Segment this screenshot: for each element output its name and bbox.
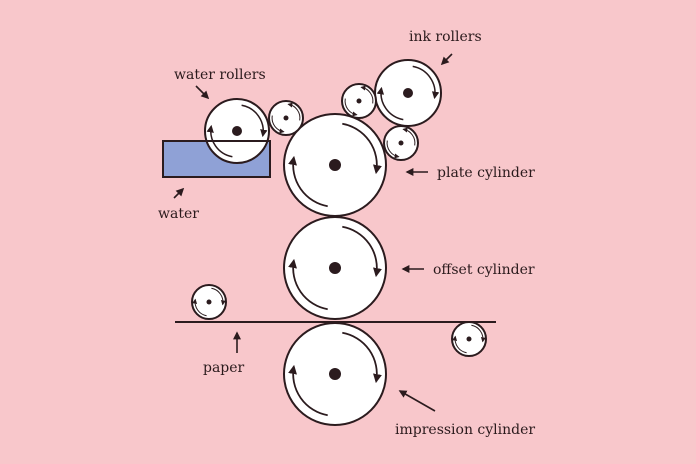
impression-cylinder-pointer-arrow bbox=[398, 390, 436, 412]
rotation-arrow-icon bbox=[192, 298, 207, 317]
plate-cylinder bbox=[283, 113, 387, 217]
ink-roller-large-axle bbox=[403, 88, 413, 98]
rotation-arrow-icon bbox=[206, 124, 233, 158]
impression-cylinder-axle bbox=[329, 368, 341, 380]
rotation-arrow-icon bbox=[360, 85, 374, 104]
plate-cylinder-label: plate cylinder bbox=[437, 165, 535, 181]
rotation-arrow-icon bbox=[288, 155, 328, 208]
rotation-arrow-icon bbox=[342, 122, 382, 175]
ink-roller-large bbox=[374, 59, 442, 127]
rotation-arrow-icon bbox=[342, 331, 382, 384]
rotation-arrow-icon bbox=[386, 140, 400, 159]
rotation-arrow-icon bbox=[342, 225, 382, 278]
impression-cylinder-label: impression cylinder bbox=[395, 422, 535, 438]
ink-roller-small-left bbox=[341, 83, 377, 119]
rotation-arrow-icon bbox=[471, 324, 486, 343]
paper-label: paper bbox=[203, 360, 245, 376]
water-roller-large bbox=[204, 98, 270, 164]
rotation-arrow-icon bbox=[241, 104, 268, 138]
rotation-arrow-icon bbox=[452, 335, 467, 354]
rotation-arrow-icon bbox=[287, 102, 301, 121]
offset-cylinder-label: offset cylinder bbox=[433, 262, 535, 278]
offset-cylinder-axle bbox=[329, 262, 341, 274]
water-rollers-label: water rollers bbox=[174, 67, 266, 83]
paper-roller-left bbox=[191, 284, 227, 320]
ink-roller-small-left-axle bbox=[356, 98, 362, 104]
paper-roller-left-axle bbox=[206, 299, 212, 305]
paper-roller-right bbox=[451, 321, 487, 357]
plate-cylinder-axle bbox=[329, 159, 341, 171]
ink-roller-small-lower bbox=[383, 125, 419, 161]
rotation-arrow-icon bbox=[376, 86, 404, 121]
water-pointer-arrow bbox=[173, 187, 185, 199]
rotation-arrow-icon bbox=[211, 287, 226, 306]
ink-rollers-pointer-arrow bbox=[440, 53, 453, 66]
ink-roller-small-lower-axle bbox=[398, 140, 404, 146]
paper-roller-right-axle bbox=[466, 336, 472, 342]
rotation-arrow-icon bbox=[344, 98, 358, 117]
rotation-arrow-icon bbox=[288, 364, 328, 417]
impression-cylinder bbox=[283, 322, 387, 426]
offset-cylinder bbox=[283, 216, 387, 320]
water-roller-small-axle bbox=[283, 115, 289, 121]
water-rollers-pointer-arrow bbox=[195, 85, 210, 100]
rotation-arrow-icon bbox=[271, 115, 285, 134]
water-roller-large-axle bbox=[232, 126, 242, 136]
rotation-arrow-icon bbox=[402, 127, 416, 146]
ink-rollers-label: ink rollers bbox=[409, 29, 482, 45]
rotation-arrow-icon bbox=[288, 258, 328, 311]
rotation-arrow-icon bbox=[412, 65, 440, 100]
water-label: water bbox=[158, 206, 199, 222]
water-roller-small bbox=[268, 100, 304, 136]
